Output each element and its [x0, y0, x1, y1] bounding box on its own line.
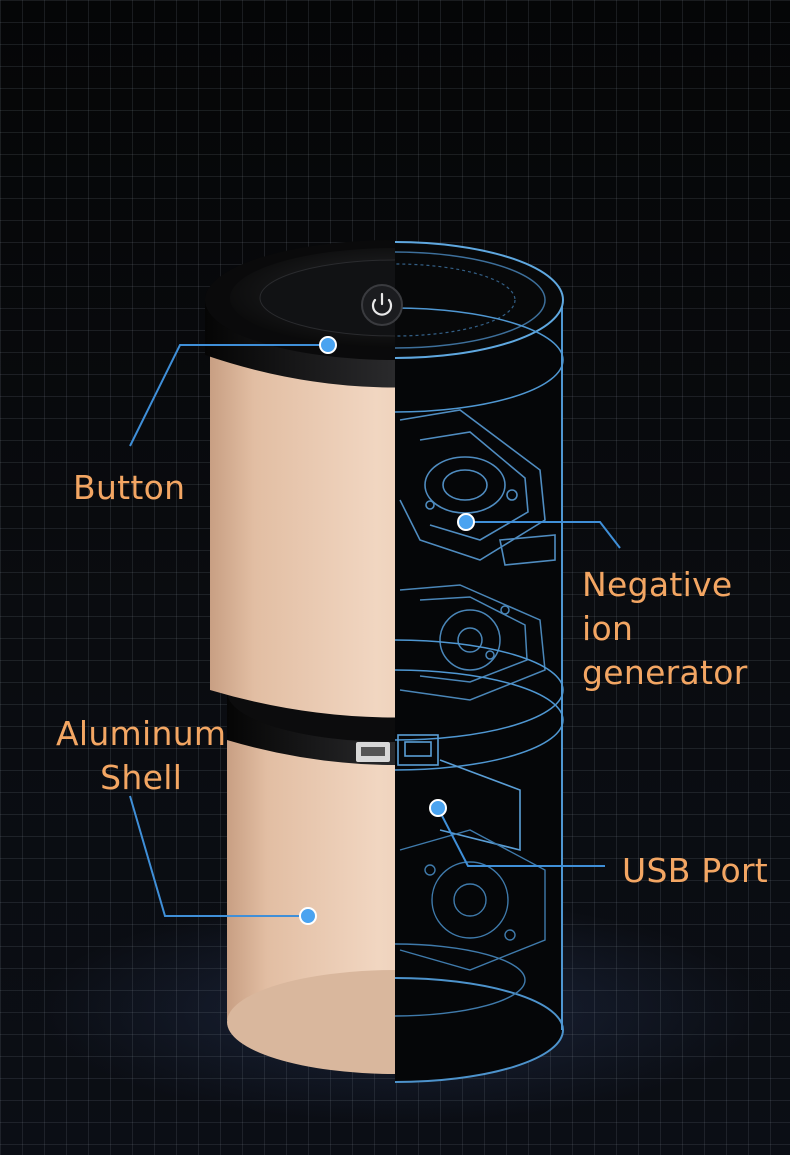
callout-negative-line-3: generator: [582, 653, 748, 692]
callout-button: Button: [73, 466, 185, 510]
power-icon[interactable]: [361, 284, 403, 326]
callout-aluminum-line-1: Aluminum: [56, 714, 227, 753]
solid-shell: [205, 240, 395, 1074]
marker-dots: [299, 336, 475, 925]
leader-lines: [129, 344, 621, 917]
interior-cutaway: [395, 241, 564, 1083]
callout-aluminum-line-2: Shell: [100, 758, 183, 797]
callout-aluminum-shell: Aluminum Shell: [56, 712, 226, 800]
callout-negative-ion-generator: Negative ion generator: [582, 563, 748, 695]
callout-usb-port: USB Port: [622, 849, 768, 893]
callout-button-line: Button: [73, 468, 186, 507]
callout-negative-line-1: Negative: [582, 565, 733, 604]
callout-negative-line-2: ion: [582, 609, 634, 648]
callout-usb-line: USB Port: [622, 851, 769, 890]
